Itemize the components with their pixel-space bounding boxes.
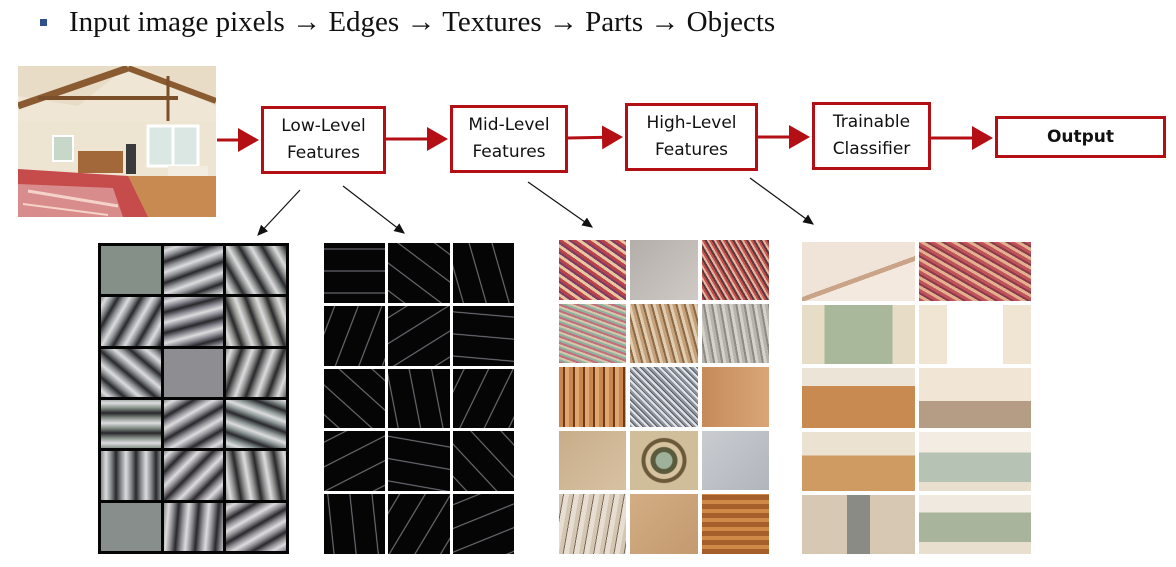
object-part-tile (918, 242, 1031, 302)
gabor-filter-tile (226, 246, 286, 295)
texture-patch-tile (701, 430, 769, 491)
gabor-filter-tile (101, 348, 161, 397)
edge-response-tile (388, 305, 450, 366)
gabor-filter-tile (163, 451, 224, 500)
texture-patch-tile (630, 367, 698, 427)
object-part-tile (918, 305, 1031, 365)
pointer-arrow (257, 189, 301, 236)
edge-response-tile (388, 368, 450, 429)
stage-label: Trainable Classifier (832, 112, 911, 159)
object-part-tile (802, 431, 915, 491)
texture-patch-tile (701, 494, 769, 554)
edge-response-tile (452, 368, 514, 429)
edge-response-tile (324, 305, 386, 366)
object-part-tile (918, 494, 1031, 554)
stage-output: Output (995, 116, 1166, 158)
object-parts-grid (802, 242, 1031, 554)
edge-response-tile (452, 431, 514, 492)
texture-patch-tile (701, 240, 769, 300)
object-part-tile (802, 494, 915, 554)
stage-mid-level-features: Mid-Level Features (450, 105, 568, 173)
gabor-filter-tile (226, 451, 286, 500)
object-part-tile (802, 368, 915, 428)
stage-low-level-features: Low-Level Features (261, 106, 386, 174)
gabor-filter-tile (226, 502, 286, 551)
gabor-filter-tile (101, 399, 161, 449)
texture-patch-tile (630, 494, 698, 554)
edge-response-grid (324, 243, 514, 554)
edge-response-tile (452, 494, 514, 554)
edge-response-tile (324, 243, 386, 303)
pointer-arrow (342, 185, 405, 234)
gabor-filter-tile (163, 348, 224, 397)
gabor-filter-tile (101, 297, 161, 346)
object-part-tile (802, 242, 915, 302)
texture-patch-tile (559, 494, 627, 554)
edge-response-tile (324, 368, 386, 429)
object-part-tile (918, 368, 1031, 428)
pointer-arrow (749, 177, 814, 225)
gabor-filter-tile (163, 399, 224, 449)
stage-label: High-Level Features (646, 113, 737, 160)
texture-patch-tile (559, 430, 627, 491)
stage-label: Mid-Level Features (468, 115, 550, 162)
edge-response-tile (452, 305, 514, 366)
stage-label: Low-Level Features (281, 116, 366, 163)
stage-high-level-features: High-Level Features (625, 103, 758, 171)
gabor-filter-tile (226, 348, 286, 397)
object-part-tile (802, 305, 915, 365)
headline-text: Input image pixels → Edges → Textures → … (69, 5, 776, 38)
gabor-filters-grid (98, 243, 289, 554)
edge-response-tile (388, 494, 450, 554)
texture-patch-tile (630, 430, 698, 491)
texture-patch-tile (559, 240, 627, 300)
stage-label: Output (1046, 126, 1115, 147)
texture-patch-tile (559, 303, 627, 364)
texture-patch-tile (630, 240, 698, 300)
edge-response-tile (324, 494, 386, 554)
texture-patches-grid (559, 240, 769, 554)
headline: Input image pixels → Edges → Textures → … (40, 2, 775, 42)
edge-response-tile (388, 243, 450, 303)
gabor-filter-tile (226, 399, 286, 449)
texture-patch-tile (630, 303, 698, 364)
gabor-filter-tile (226, 297, 286, 346)
texture-patch-tile (559, 367, 627, 427)
gabor-filter-tile (101, 502, 161, 551)
texture-patch-tile (701, 303, 769, 364)
flow-arrow (567, 125, 623, 150)
pointer-arrow (527, 181, 593, 228)
edge-response-tile (388, 431, 450, 492)
input-image (18, 66, 216, 217)
edge-response-tile (452, 243, 514, 303)
object-part-tile (918, 431, 1031, 491)
texture-patch-tile (701, 367, 769, 427)
bullet-icon (40, 18, 47, 26)
gabor-filter-tile (163, 297, 224, 346)
gabor-filter-tile (163, 502, 224, 551)
edge-response-tile (324, 431, 386, 492)
bedroom-photo-icon (18, 66, 216, 217)
gabor-filter-tile (101, 246, 161, 295)
gabor-filter-tile (101, 451, 161, 500)
gabor-filter-tile (163, 246, 224, 295)
stage-trainable-classifier: Trainable Classifier (812, 102, 931, 170)
